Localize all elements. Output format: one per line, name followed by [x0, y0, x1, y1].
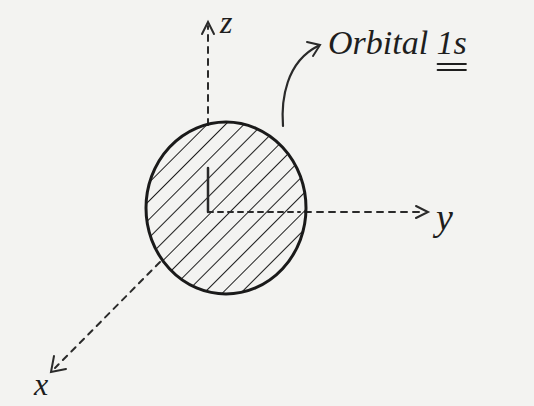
- y-axis: [305, 211, 425, 213]
- z-axis-inner: [207, 168, 210, 212]
- orbital-sphere: [146, 122, 306, 294]
- axis-label: z: [220, 6, 232, 38]
- callout-arrowhead: [307, 42, 320, 56]
- x-axis: [55, 262, 160, 368]
- double-underline: [438, 69, 466, 71]
- z-axis: [207, 26, 209, 125]
- z-arrowhead: [202, 22, 214, 34]
- callout-label: Orbital 1s: [328, 26, 467, 60]
- x-arrowhead: [51, 356, 66, 372]
- y-axis-inner: [208, 211, 300, 213]
- y-arrowhead: [416, 206, 428, 218]
- callout-leader: [283, 46, 318, 126]
- double-underline: [438, 63, 466, 65]
- axis-label: x: [34, 368, 48, 400]
- axis-label: y: [436, 198, 453, 236]
